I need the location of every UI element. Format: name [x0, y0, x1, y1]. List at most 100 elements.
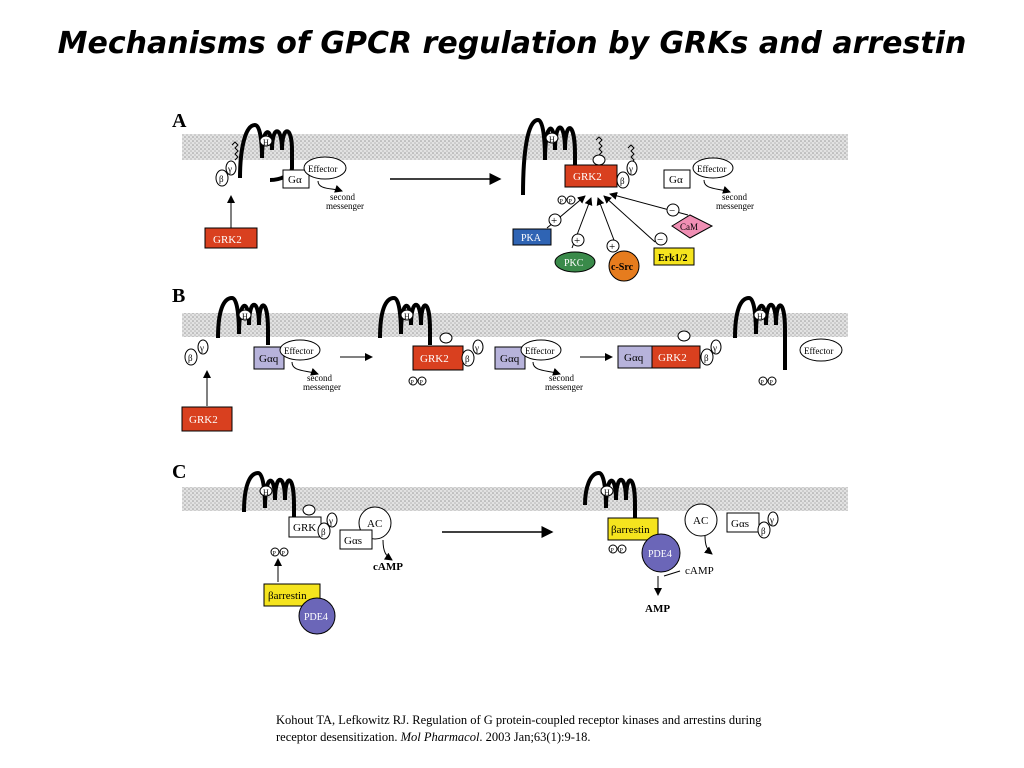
svg-text:cAMP: cAMP [373, 561, 403, 573]
panel-a-label: A [172, 110, 187, 132]
svg-text:Erk1/2: Erk1/2 [658, 253, 687, 264]
svg-text:Effector: Effector [308, 164, 337, 174]
svg-text:H: H [242, 312, 248, 321]
beta-subunit-a [215, 169, 229, 187]
svg-text:β: β [219, 174, 224, 184]
svg-text:PDE4: PDE4 [304, 612, 328, 623]
pkc-oval [554, 251, 596, 273]
citation-journal: Mol Pharmacol [400, 730, 480, 744]
citation: Kohout TA, Lefkowitz RJ. Regulation of G… [276, 712, 776, 746]
svg-text:β: β [188, 353, 193, 363]
grk2-a-left [204, 227, 258, 249]
barrestin-c-left [263, 583, 321, 607]
svg-text:Gα: Gα [288, 174, 302, 186]
svg-text:Effector: Effector [804, 346, 833, 356]
receptor-c-left: H [242, 470, 296, 520]
svg-text:γ: γ [474, 343, 479, 353]
svg-text:γ: γ [712, 343, 717, 353]
svg-text:H: H [404, 312, 410, 321]
svg-text:Effector: Effector [697, 164, 726, 174]
svg-text:β: β [704, 353, 709, 363]
svg-text:P: P [569, 199, 573, 205]
svg-text:GRK2: GRK2 [573, 171, 602, 183]
grk2-b-left [181, 406, 233, 432]
svg-text:−: − [669, 205, 675, 217]
svg-text:GRK2: GRK2 [213, 234, 242, 246]
csrc-oval [608, 250, 640, 282]
erk-box [653, 247, 695, 266]
svg-text:βarrestin: βarrestin [611, 524, 650, 536]
svg-text:AMP: AMP [645, 603, 670, 615]
panel-b-label: B [172, 285, 185, 307]
svg-text:H: H [757, 312, 763, 321]
svg-text:H: H [604, 488, 610, 497]
svg-text:second: second [330, 192, 355, 202]
svg-text:AC: AC [693, 515, 708, 527]
gaq-b1 [253, 346, 285, 370]
svg-text:Effector: Effector [525, 346, 554, 356]
svg-text:β: β [465, 354, 470, 364]
citation-authors: Kohout TA, Lefkowitz RJ. Regulation of G… [276, 713, 762, 744]
svg-text:messenger: messenger [303, 382, 341, 392]
svg-text:messenger: messenger [326, 201, 364, 211]
svg-text:second: second [307, 373, 332, 383]
pde4-c-left [298, 597, 336, 635]
svg-text:PKA: PKA [521, 233, 542, 244]
lipid-anchor-a [231, 141, 239, 161]
svg-text:P: P [761, 380, 765, 386]
svg-text:+: + [574, 235, 580, 247]
svg-text:β: β [620, 176, 625, 186]
gas-c-right [726, 512, 760, 533]
svg-text:Gαq: Gαq [624, 352, 644, 364]
svg-text:γ: γ [227, 164, 232, 174]
svg-text:GRK2: GRK2 [658, 352, 687, 364]
svg-text:γ: γ [628, 164, 633, 174]
svg-text:GRK2: GRK2 [420, 353, 449, 365]
grk2-b-mid [412, 345, 464, 371]
membrane-c [182, 487, 848, 511]
svg-text:H: H [263, 138, 269, 147]
svg-text:P: P [282, 551, 286, 557]
effector-a [303, 156, 347, 180]
membrane-b [182, 313, 848, 337]
g-alpha-a [282, 169, 310, 189]
svg-text:Gαs: Gαs [344, 535, 362, 547]
svg-text:Gα: Gα [669, 174, 683, 186]
grk2-a-right [564, 164, 618, 188]
receptor-c-right: H [583, 470, 637, 520]
svg-text:messenger: messenger [716, 201, 754, 211]
svg-text:γ: γ [769, 515, 774, 525]
svg-text:GRK: GRK [293, 522, 316, 534]
svg-text:−: − [657, 234, 663, 246]
ac-c-right [684, 503, 718, 537]
gas-c-left [339, 529, 373, 550]
svg-text:P: P [611, 548, 615, 554]
svg-text:c-Src: c-Src [611, 262, 634, 273]
receptor-b1: H [216, 295, 270, 345]
citation-details: . 2003 Jan;63(1):9-18. [479, 730, 591, 744]
svg-text:second: second [549, 373, 574, 383]
pde4-c-right [641, 533, 681, 573]
gaq-b2 [494, 346, 526, 370]
svg-text:+: + [551, 215, 557, 227]
svg-text:cAMP: cAMP [685, 565, 714, 577]
svg-text:H: H [263, 488, 269, 497]
svg-text:γ: γ [199, 343, 204, 353]
barrestin-c-right [607, 517, 659, 541]
pka-box [512, 228, 552, 246]
svg-text:P: P [420, 380, 424, 386]
gamma-subunit-a [225, 160, 237, 176]
receptor-b3: H [733, 295, 787, 370]
svg-text:GRK2: GRK2 [189, 414, 218, 426]
svg-text:P: P [411, 380, 415, 386]
svg-text:AC: AC [367, 518, 382, 530]
svg-text:β: β [761, 526, 766, 536]
svg-text:+: + [609, 241, 615, 253]
cam-diamond [671, 214, 714, 239]
svg-text:P: P [620, 548, 624, 554]
svg-text:Gαq: Gαq [500, 353, 520, 365]
svg-text:P: P [273, 551, 277, 557]
svg-text:P: P [770, 380, 774, 386]
svg-text:CaM: CaM [680, 222, 698, 232]
svg-text:Gαq: Gαq [259, 353, 279, 365]
